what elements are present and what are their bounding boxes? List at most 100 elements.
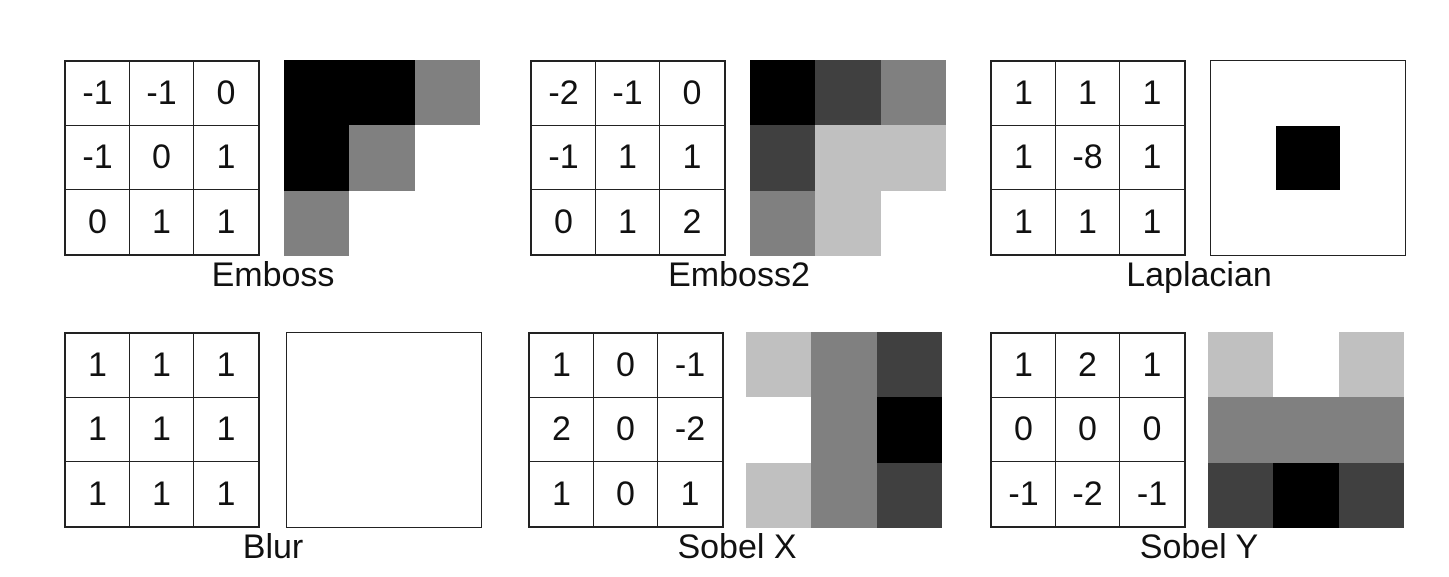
result-pixel: [815, 125, 881, 191]
result-pixel: [284, 190, 350, 256]
filter-label: Blur: [242, 528, 304, 566]
kernel-cell: 1: [194, 334, 258, 398]
result-pixel: [746, 462, 812, 528]
result-pixel: [287, 397, 352, 463]
kernel-cell: 1: [66, 334, 130, 398]
kernel-cell: -1: [532, 126, 596, 190]
result-pixel: [351, 333, 417, 398]
kernel-cell: 1: [992, 126, 1056, 190]
kernel-cell: 1: [992, 334, 1056, 398]
result-pixel: [1208, 462, 1274, 528]
kernel-cell: -1: [66, 62, 130, 126]
filter-label: Sobel X: [677, 528, 797, 566]
kernel-cell: 0: [66, 190, 130, 254]
result-pixel: [1340, 125, 1405, 191]
kernel-cell: 1: [194, 398, 258, 462]
filter-label: Sobel Y: [1139, 528, 1259, 566]
result-pixel: [815, 60, 881, 126]
kernel-cell: 0: [594, 462, 658, 526]
result-pixel: [1208, 397, 1274, 463]
result-pixel: [349, 190, 415, 256]
result-pixel: [815, 190, 881, 256]
kernel-cell: -1: [1136, 474, 1168, 513]
kernel-cell: 1: [130, 190, 194, 254]
result-pixel: [811, 332, 877, 398]
kernel-cell: 1: [660, 126, 724, 190]
result-pixel: [1338, 462, 1404, 528]
kernel-cell: 1: [194, 126, 258, 190]
result-pixel: [1338, 397, 1404, 463]
result-pixel: [416, 333, 481, 398]
kernel-cell: 1: [530, 334, 594, 398]
result-pixel: [414, 60, 480, 126]
kernel-cell: 1: [1056, 62, 1120, 126]
result-pixel: [1275, 125, 1341, 191]
kernel-cell: 0: [992, 398, 1056, 462]
kernel-cell: -2: [532, 62, 596, 126]
kernel-cell: 1: [1120, 126, 1184, 190]
result-pixel: [351, 462, 417, 527]
result-pixel: [1211, 190, 1276, 255]
result-pixel: [287, 333, 352, 398]
kernel-cell: 0: [1056, 398, 1120, 462]
result-pixel: [287, 462, 352, 527]
result-pixel: [880, 60, 946, 126]
kernel-cell: 1: [1142, 202, 1162, 241]
kernel-cell: 1: [216, 474, 236, 513]
filter-result-preview: [286, 332, 482, 528]
kernel-cell: 0: [130, 126, 194, 190]
kernel-cell: 1: [992, 190, 1056, 254]
result-pixel: [1275, 190, 1341, 255]
kernel-cell: 1: [596, 126, 660, 190]
result-pixel: [1273, 332, 1339, 398]
result-pixel: [1340, 190, 1405, 255]
kernel-cell: 0: [1120, 398, 1184, 462]
result-pixel: [1338, 332, 1404, 398]
kernel-cell: -2: [1056, 462, 1120, 526]
result-pixel: [349, 60, 415, 126]
result-pixel: [750, 60, 816, 126]
kernel-cell: 1: [66, 398, 130, 462]
filter-result-preview: [746, 332, 942, 528]
kernel-cell: 1: [216, 202, 236, 241]
result-pixel: [349, 125, 415, 191]
result-pixel: [876, 397, 942, 463]
kernel-cell: 2: [1056, 334, 1120, 398]
result-pixel: [876, 462, 942, 528]
kernel-cell: 1: [530, 462, 594, 526]
result-pixel: [414, 125, 480, 191]
kernel-cell: 1: [130, 398, 194, 462]
kernel-cell: -1: [130, 62, 194, 126]
kernel-cell: -1: [992, 462, 1056, 526]
kernel-cell: -2: [658, 398, 722, 462]
kernel-cell: 0: [194, 62, 258, 126]
filter-label: Emboss: [211, 256, 335, 294]
result-pixel: [750, 125, 816, 191]
kernel-cell: 2: [682, 202, 702, 241]
filter-result-preview: [750, 60, 946, 256]
result-pixel: [416, 462, 481, 527]
result-pixel: [1211, 125, 1276, 191]
kernel-cell: 0: [594, 398, 658, 462]
kernel-cell: 1: [130, 462, 194, 526]
result-pixel: [284, 125, 350, 191]
result-pixel: [1275, 61, 1341, 126]
filter-result-preview: [1210, 60, 1406, 256]
result-pixel: [880, 190, 946, 256]
kernel-cell: -8: [1056, 126, 1120, 190]
kernel-cell: 1: [130, 334, 194, 398]
kernel-cell: 0: [532, 190, 596, 254]
kernel-cell: 1: [1120, 62, 1184, 126]
result-pixel: [1208, 332, 1274, 398]
result-pixel: [811, 397, 877, 463]
result-pixel: [416, 397, 481, 463]
result-pixel: [284, 60, 350, 126]
kernel-cell: -1: [658, 334, 722, 398]
result-pixel: [750, 190, 816, 256]
result-pixel: [1273, 397, 1339, 463]
